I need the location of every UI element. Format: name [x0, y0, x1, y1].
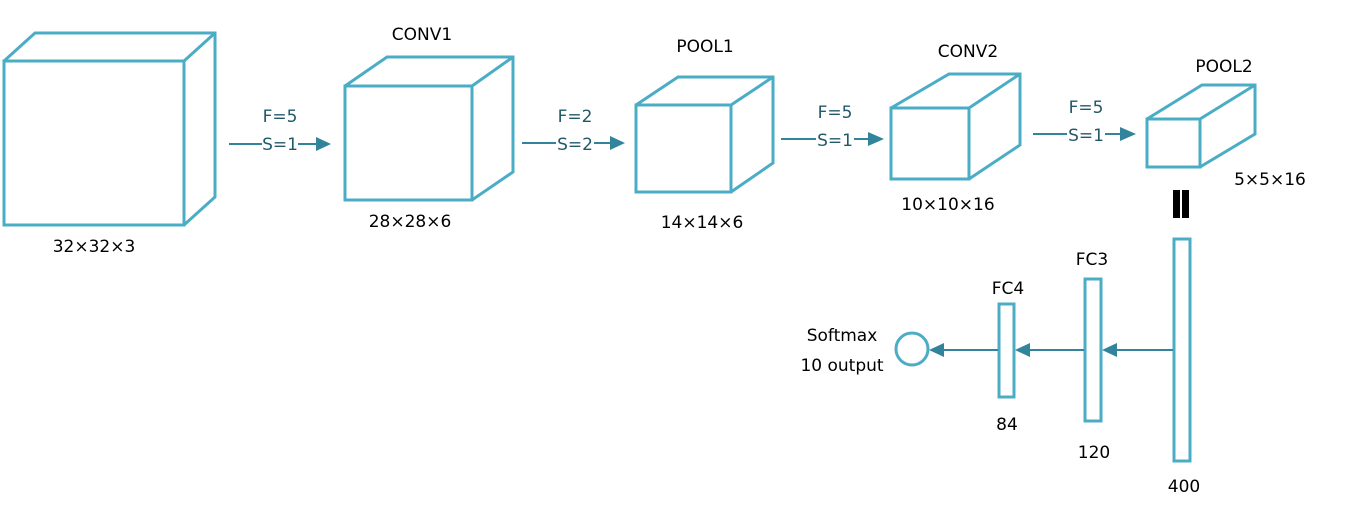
conv1-volume [343, 55, 515, 202]
pool1-name-label: POOL1 [676, 37, 733, 57]
op4-stride-label: S=1 [1068, 126, 1104, 146]
arrow-fc3-to-fc4 [1015, 343, 1084, 357]
op1-stride-label: S=1 [262, 135, 298, 155]
op1-filter-label: F=5 [263, 107, 298, 127]
op3-filter-label: F=5 [818, 103, 853, 123]
flatten-400-vector [1172, 237, 1192, 463]
flatten-size-label: 400 [1168, 477, 1200, 497]
flatten-equals-icon [1173, 190, 1189, 218]
pool2-name-label: POOL2 [1195, 57, 1252, 77]
op2-filter-label: F=2 [558, 107, 593, 127]
fc4-vector [997, 302, 1016, 399]
input-dims-label: 32×32×3 [53, 237, 136, 257]
op3-stride-label: S=1 [817, 131, 853, 151]
fc4-size-label: 84 [996, 415, 1018, 435]
fc3-name-label: FC3 [1076, 250, 1108, 270]
conv1-name-label: CONV1 [392, 25, 452, 45]
fc4-name-label: FC4 [992, 279, 1024, 299]
fc3-vector [1083, 277, 1103, 423]
pool2-dims-label: 5×5×16 [1234, 170, 1306, 190]
input-volume [2, 31, 217, 227]
conv2-name-label: CONV2 [938, 42, 998, 62]
conv1-dims-label: 28×28×6 [369, 212, 452, 232]
pool1-dims-label: 14×14×6 [661, 213, 744, 233]
pool1-volume [634, 75, 775, 194]
conv2-dims-label: 10×10×16 [901, 195, 994, 215]
softmax-output-node [894, 331, 930, 367]
arrow-flatten-to-fc3 [1102, 343, 1173, 357]
output-count-label: 10 output [800, 356, 883, 376]
softmax-label: Softmax [807, 326, 878, 346]
conv2-volume [889, 72, 1022, 181]
op2-stride-label: S=2 [557, 135, 593, 155]
op4-filter-label: F=5 [1069, 98, 1104, 118]
arrow-fc4-to-softmax [929, 343, 998, 357]
fc3-size-label: 120 [1078, 443, 1110, 463]
pool2-volume [1145, 83, 1257, 169]
